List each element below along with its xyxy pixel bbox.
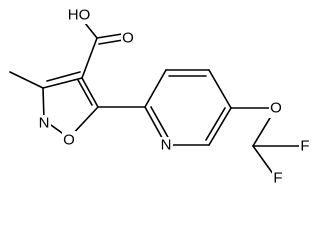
label-fluorine-2: F: [273, 170, 282, 187]
bond-n-c2-b: [150, 106, 170, 140]
label-fluorine-1: F: [300, 138, 309, 155]
bond-c-o-double-a: [96, 33, 123, 39]
bond-c5-c6-b: [205, 107, 226, 141]
label-isoxazole-o: O: [63, 132, 75, 149]
label-pyridine-n: N: [161, 137, 172, 154]
atom-fluorine-1: F: [299, 138, 311, 155]
bond-c5-c6-a: [208, 107, 232, 146]
bonds: [9, 17, 301, 179]
label-isoxazole-n: N: [39, 115, 50, 132]
label-ether-o: O: [270, 100, 282, 117]
bond-c-ring: [81, 37, 98, 79]
bond-c3-methyl: [9, 71, 44, 89]
atom-labels: HO O N O N O F F: [37, 6, 311, 187]
bond-c3-n: [42, 87, 45, 121]
label-carboxyl-o: O: [122, 30, 134, 47]
bond-c2-c3: [144, 69, 167, 108]
atom-fluorine-2: F: [272, 170, 284, 187]
molecule-structure: HO O N O N O F F: [9, 6, 311, 187]
atom-isoxazole-o: O: [62, 131, 76, 149]
bond-c4-c5: [208, 69, 232, 109]
atom-ether-o: O: [269, 100, 283, 118]
bond-c4-c3-b: [46, 71, 81, 82]
atom-carboxyl-oh: HO: [66, 6, 92, 24]
label-carboxyl-oh: HO: [68, 7, 91, 24]
bond-c5-c4-a: [81, 77, 99, 108]
atom-isoxazole-n: N: [37, 115, 51, 132]
bond-c5-c4-b: [77, 79, 93, 106]
atom-pyridine-n: N: [159, 137, 173, 154]
bond-c4-c3-a: [42, 77, 83, 89]
bond-c-o-double-b: [98, 39, 124, 45]
atom-carboxyl-o: O: [121, 30, 135, 48]
